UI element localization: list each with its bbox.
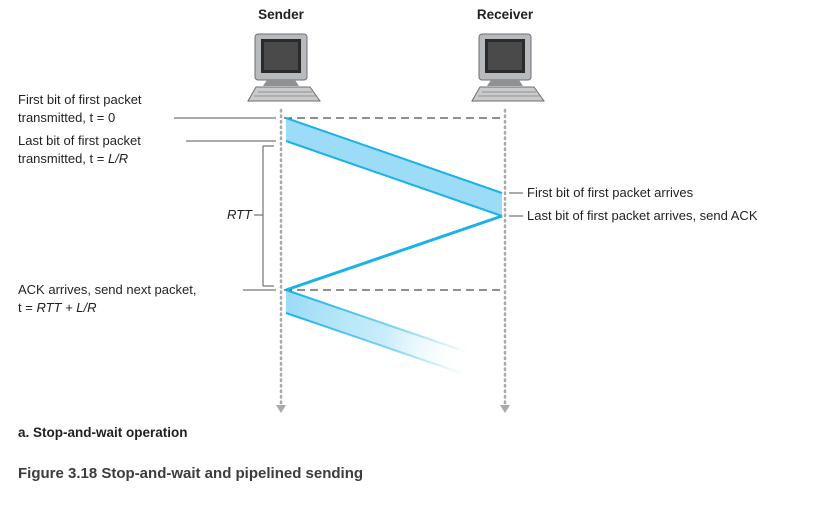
label-ack-arrives-var: RTT + L/R [36, 300, 96, 315]
figure-caption: Figure 3.18 Stop-and-wait and pipelined … [18, 465, 363, 482]
first-packet-edge-top [285, 117, 503, 194]
label-ack-arrives-prefix: t = [18, 300, 36, 315]
label-first-bit-arrives: First bit of first packet arrives [527, 185, 694, 200]
label-last-bit-sent-prefix: transmitted, t = [18, 151, 108, 166]
label-last-bit-sent-line2: transmitted, t = L/R [18, 151, 128, 166]
label-first-bit-sent-line2: transmitted, t = 0 [18, 110, 115, 125]
rtt-bracket [254, 145, 274, 287]
label-last-bit-sent-var: L/R [108, 151, 128, 166]
label-ack-arrives-line1: ACK arrives, send next packet, [18, 282, 196, 297]
receiver-computer-icon [471, 33, 545, 102]
ack-line [285, 214, 503, 292]
sender-timeline-arrow [276, 405, 286, 413]
label-first-bit-sent-line1: First bit of first packet [18, 92, 142, 107]
label-ack-arrives-line2: t = RTT + L/R [18, 300, 97, 315]
next-packet-edge-bottom [285, 312, 471, 377]
receiver-header: Receiver [477, 7, 534, 22]
label-last-bit-sent-line1: Last bit of first packet [18, 133, 141, 148]
first-packet-edge-bottom [285, 140, 503, 217]
sender-computer-icon [247, 33, 321, 102]
next-packet-band [286, 290, 470, 376]
sender-header: Sender [258, 7, 305, 22]
rtt-label: RTT [227, 207, 253, 222]
next-packet-edge-top [285, 289, 471, 354]
label-last-bit-arrives: Last bit of first packet arrives, send A… [527, 208, 758, 223]
receiver-timeline-arrow [500, 405, 510, 413]
subcaption: a. Stop-and-wait operation [18, 425, 188, 440]
first-packet-band [286, 118, 502, 216]
